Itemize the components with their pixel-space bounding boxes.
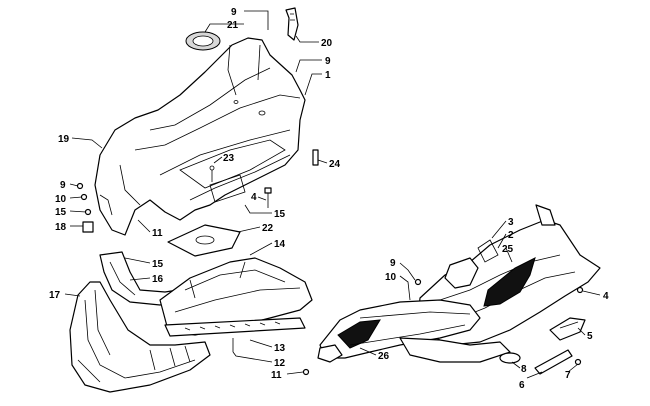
trim-strip-13 — [164, 317, 306, 337]
callout-15-lower: 15 — [152, 259, 164, 270]
callout-5: 5 — [587, 331, 593, 342]
callout-6: 6 — [519, 380, 525, 391]
running-board-26 — [317, 299, 481, 363]
front-nose-panel — [69, 281, 211, 393]
callout-8: 8 — [521, 364, 527, 375]
callout-10-right: 10 — [385, 272, 397, 283]
left-small-hardware — [76, 182, 94, 233]
callout-24: 24 — [329, 159, 341, 170]
rear-skirt-panel — [399, 337, 511, 363]
callout-13: 13 — [274, 343, 286, 354]
callout-14: 14 — [274, 239, 286, 250]
right-hardware — [414, 278, 584, 366]
callout-15-mid: 15 — [274, 209, 286, 220]
callout-26: 26 — [378, 351, 390, 362]
callout-15-left: 15 — [55, 207, 67, 218]
callout-23: 23 — [223, 153, 235, 164]
callout-9-left: 9 — [60, 180, 66, 191]
callout-11-lower: 11 — [271, 370, 282, 381]
cap-8 — [499, 352, 521, 364]
callout-25: 25 — [502, 244, 514, 255]
callout-labels: 9 21 20 9 1 19 23 24 9 10 15 18 4 15 11 … — [49, 7, 609, 391]
bar-6 — [534, 349, 573, 375]
lower-left-fasteners — [232, 338, 310, 376]
upper-console-panel — [94, 37, 306, 236]
decal-25 — [483, 257, 536, 307]
callout-7: 7 — [565, 370, 571, 381]
callout-9-top: 9 — [231, 7, 237, 18]
callout-22: 22 — [262, 223, 274, 234]
callout-9-right: 9 — [325, 56, 331, 67]
callout-4-left: 4 — [251, 192, 257, 203]
callout-19: 19 — [58, 134, 70, 145]
callout-3: 3 — [508, 217, 514, 228]
callout-18: 18 — [55, 222, 67, 233]
rivet-24 — [312, 149, 319, 166]
screw-4-left — [264, 187, 272, 208]
callout-12: 12 — [274, 358, 286, 369]
handle-5 — [549, 317, 586, 341]
floor-gasket-plate — [167, 224, 241, 257]
callout-16: 16 — [152, 274, 164, 285]
callout-2: 2 — [508, 230, 514, 241]
callout-9-right-lower: 9 — [390, 258, 396, 269]
ring-grommet — [185, 31, 221, 51]
callout-11-upper: 11 — [152, 228, 163, 239]
leader-lines — [64, 10, 601, 379]
callout-17: 17 — [49, 290, 61, 301]
callout-4-right: 4 — [603, 291, 609, 302]
callout-21: 21 — [227, 20, 239, 31]
callout-1: 1 — [325, 70, 331, 81]
callout-20: 20 — [321, 38, 333, 49]
mounting-bracket — [285, 7, 299, 41]
fastener-23 — [209, 165, 215, 182]
callout-10-left: 10 — [55, 194, 67, 205]
